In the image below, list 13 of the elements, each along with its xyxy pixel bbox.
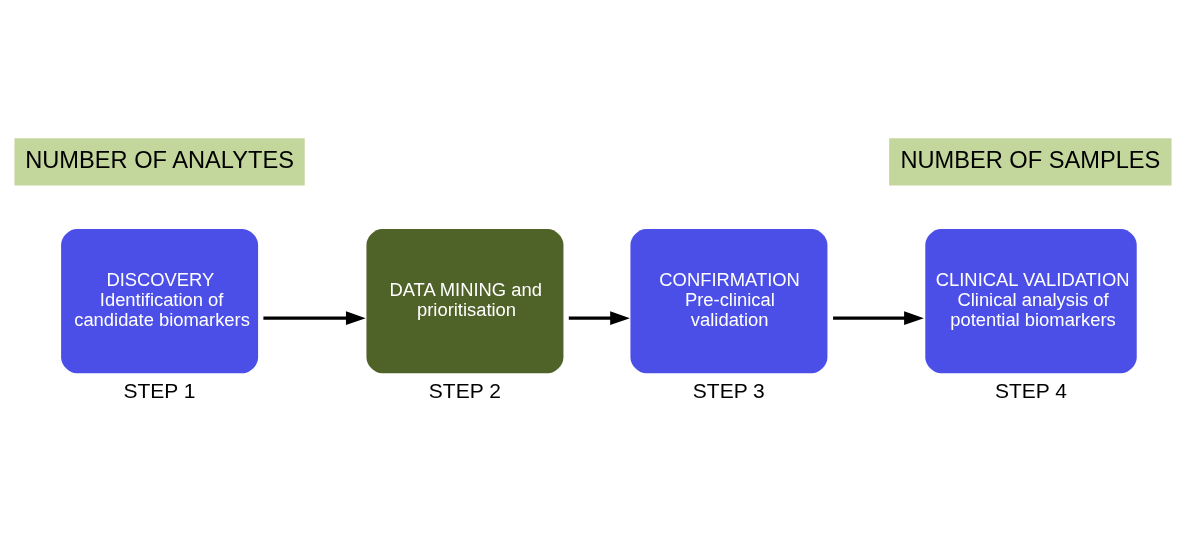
arrow xyxy=(263,310,366,325)
node-label: STEP 3 xyxy=(692,378,765,402)
arrow xyxy=(833,310,924,325)
arrow xyxy=(568,310,630,325)
node-box: DISCOVERY Identification of candidate biomarkers xyxy=(61,228,259,373)
node-box: CONFIRMATION Pre-clinical validation xyxy=(630,228,828,373)
node-box: DATA MINING and prioritisation xyxy=(366,228,564,373)
node-box: CLINICAL VALIDATION Clinical analysis of potential biomarkers xyxy=(925,228,1137,373)
label: NUMBER OF ANALYTES xyxy=(25,146,294,173)
label: NUMBER OF SAMPLES xyxy=(900,146,1161,173)
node-label: STEP 1 xyxy=(123,378,196,402)
node-label: STEP 2 xyxy=(428,378,501,402)
node-label: STEP 4 xyxy=(994,378,1067,402)
